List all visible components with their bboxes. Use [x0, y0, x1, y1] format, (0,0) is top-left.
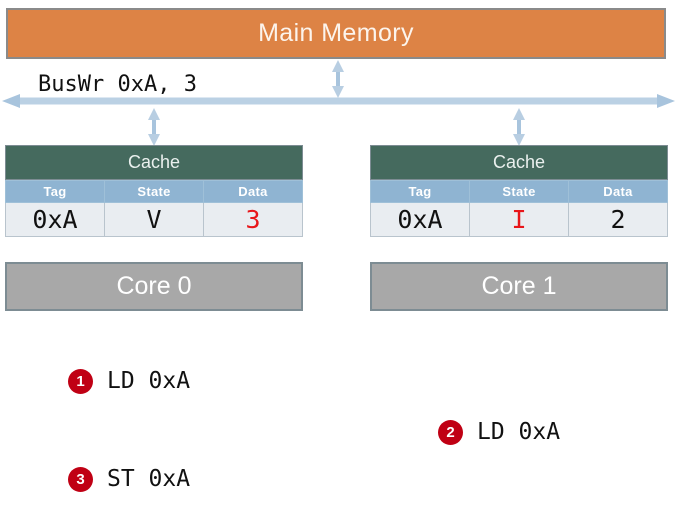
core-1-label: Core 1: [481, 272, 557, 300]
table-header-row: Tag State Data: [370, 180, 668, 203]
instruction-badge-2: 2: [438, 419, 463, 445]
main-memory-block: Main Memory: [6, 8, 666, 59]
column-header-tag: Tag: [370, 180, 470, 203]
table-row: 0xA I 2: [370, 202, 668, 237]
main-memory-label: Main Memory: [258, 19, 414, 47]
instruction-3: 3 ST 0xA: [68, 466, 190, 492]
cache0-data-value: 3: [203, 202, 303, 237]
bus-cache0-connector-arrow: [148, 108, 160, 146]
instruction-badge-3: 3: [68, 466, 93, 492]
cache-title-0: Cache: [5, 145, 303, 180]
core-block-0: Core 0: [5, 262, 303, 311]
cache1-state-value: I: [469, 202, 569, 237]
memory-bus-connector-arrow: [332, 60, 344, 98]
bus-transaction-label: BusWr 0xA, 3: [38, 72, 197, 97]
instruction-text-1: LD 0xA: [107, 368, 191, 394]
instruction-2: 2 LD 0xA: [438, 419, 560, 445]
core-0-label: Core 0: [116, 272, 192, 300]
cache-block-1: Cache Tag State Data 0xA I 2: [370, 145, 668, 237]
cache-block-0: Cache Tag State Data 0xA V 3: [5, 145, 303, 237]
cache0-tag-value: 0xA: [5, 202, 105, 237]
column-header-state: State: [469, 180, 569, 203]
cache-table-0: Tag State Data 0xA V 3: [5, 180, 303, 237]
cache1-data-value: 2: [568, 202, 668, 237]
cache0-state-value: V: [104, 202, 204, 237]
column-header-data: Data: [568, 180, 668, 203]
column-header-state: State: [104, 180, 204, 203]
column-header-tag: Tag: [5, 180, 105, 203]
cache1-tag-value: 0xA: [370, 202, 470, 237]
bus-cache1-connector-arrow: [513, 108, 525, 146]
cache-title-1: Cache: [370, 145, 668, 180]
bus-line: [2, 94, 675, 108]
instruction-1: 1 LD 0xA: [68, 368, 190, 394]
instruction-badge-1: 1: [68, 368, 93, 394]
table-header-row: Tag State Data: [5, 180, 303, 203]
column-header-data: Data: [203, 180, 303, 203]
core-block-1: Core 1: [370, 262, 668, 311]
table-row: 0xA V 3: [5, 202, 303, 237]
instruction-text-3: ST 0xA: [107, 466, 191, 492]
instruction-text-2: LD 0xA: [477, 419, 561, 445]
cache-table-1: Tag State Data 0xA I 2: [370, 180, 668, 237]
